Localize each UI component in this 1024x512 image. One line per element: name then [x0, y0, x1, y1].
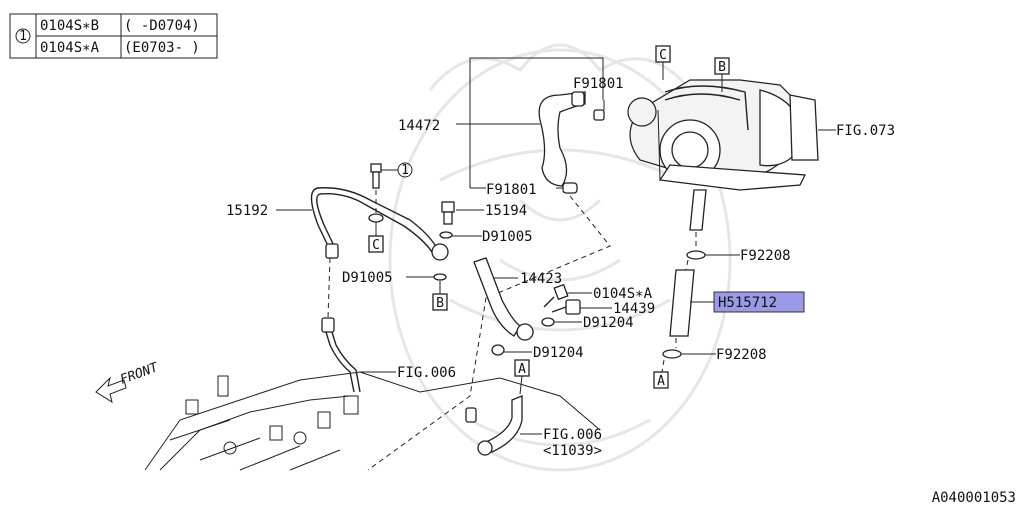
label-fig006-mid: FIG.006 [397, 365, 456, 381]
watermark-emblem [388, 43, 732, 472]
ref-b-top: B [718, 60, 726, 75]
hose-14472 [538, 91, 586, 187]
ref-a-right: A [657, 374, 665, 389]
label-h515712[interactable]: H515712 [718, 295, 777, 311]
document-id: A040001053 [932, 490, 1016, 506]
ref-box-c-mid [368, 235, 384, 253]
label-d91005-right: D91005 [482, 229, 533, 245]
label-14439: 14439 [613, 301, 655, 317]
clamp-f91801-top [593, 109, 605, 121]
legend-table: 1 0104S∗B ( -D0704) 0104S∗A (E0703- ) [9, 13, 218, 59]
bolt-0104s-a [543, 283, 569, 308]
legend-part-2: 0104S∗A [40, 40, 100, 56]
ref-c-mid: C [372, 238, 380, 253]
bracket-14472 [456, 57, 604, 188]
circle-one: 1 [401, 163, 409, 178]
label-fig006-low: FIG.006 [543, 427, 602, 443]
legend-marker: 1 [19, 29, 27, 44]
label-d91204-right: D91204 [583, 315, 634, 331]
turbocharger [627, 79, 819, 191]
label-0104s-a: 0104S∗A [593, 286, 653, 302]
bolt-circle-1 [370, 162, 413, 189]
label-fig006-low-sub: <11039> [543, 443, 602, 459]
ref-box-b-mid [432, 293, 448, 311]
washer-bolt [368, 213, 384, 223]
ref-a-mid: A [518, 362, 526, 377]
pipe-14423 [473, 257, 534, 341]
label-f91801-bottom: F91801 [486, 182, 537, 198]
label-14423: 14423 [520, 271, 562, 287]
engine-block [144, 371, 601, 471]
label-f91801-top: F91801 [573, 76, 624, 92]
label-14472: 14472 [398, 118, 440, 134]
washer-d91005-right [439, 231, 453, 239]
legend-range-1: ( -D0704) [124, 18, 200, 34]
washer-d91005-left [433, 273, 447, 281]
hose-h515712[interactable] [669, 269, 695, 337]
ref-box-a-right [653, 371, 669, 389]
lower-hose [465, 395, 523, 456]
label-d91204-left: D91204 [533, 345, 584, 361]
clamp-f92208-top [686, 250, 706, 260]
bolt-14439 [551, 299, 581, 315]
ref-b-mid: B [436, 296, 444, 311]
turbo-outlet-pipe [689, 189, 707, 231]
oil-pipe-15192 [310, 187, 449, 261]
clamp-f92208-bottom [662, 349, 682, 359]
label-15194: 15194 [485, 203, 527, 219]
ref-box-b-top [714, 57, 730, 75]
label-15192: 15192 [226, 203, 268, 219]
front-arrow [95, 376, 127, 404]
union-bolt-15194 [441, 201, 455, 225]
label-fig073: FIG.073 [836, 123, 895, 139]
ref-c-top: C [659, 48, 667, 63]
washer-d91204-left [491, 344, 505, 356]
label-f92208-top: F92208 [740, 248, 791, 264]
legend-range-2: (E0703- ) [124, 40, 200, 56]
ref-box-c-top [655, 45, 671, 63]
legend-part-1: 0104S∗B [40, 18, 99, 34]
dashed-leader-1 [367, 195, 611, 471]
label-front: FRONT [118, 360, 161, 388]
label-f92208-bottom: F92208 [716, 347, 767, 363]
clamp-f91801-bottom [562, 182, 578, 194]
highlight-h515712[interactable] [713, 291, 805, 313]
label-d91005-left: D91005 [342, 270, 393, 286]
oil-feed-pipe [321, 317, 361, 393]
washer-d91204-right [541, 317, 555, 327]
